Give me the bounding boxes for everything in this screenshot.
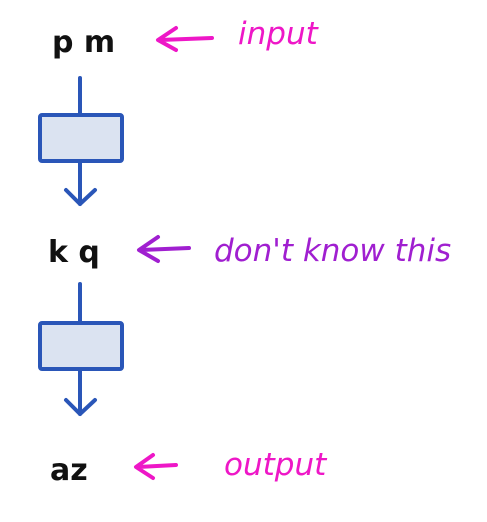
input-label: input xyxy=(238,16,320,52)
process-box xyxy=(38,321,124,371)
left-arrow-icon xyxy=(156,26,214,52)
transform-block-2 xyxy=(38,282,124,416)
hidden-value: k q xyxy=(48,235,100,270)
output-label: output xyxy=(224,447,328,483)
output-value: az xyxy=(50,453,88,488)
left-arrow-icon xyxy=(137,235,191,263)
hidden-label: don't know this xyxy=(214,233,451,269)
input-value: p m xyxy=(52,25,115,60)
process-box xyxy=(38,113,124,163)
transform-block-1 xyxy=(38,76,124,206)
hidden-annotation: don't know this xyxy=(137,233,451,269)
down-arrow-icon xyxy=(64,398,97,416)
left-arrow-icon xyxy=(134,453,178,480)
output-annotation: output xyxy=(134,447,328,483)
down-arrow-icon xyxy=(64,188,97,206)
input-annotation: input xyxy=(156,16,320,52)
